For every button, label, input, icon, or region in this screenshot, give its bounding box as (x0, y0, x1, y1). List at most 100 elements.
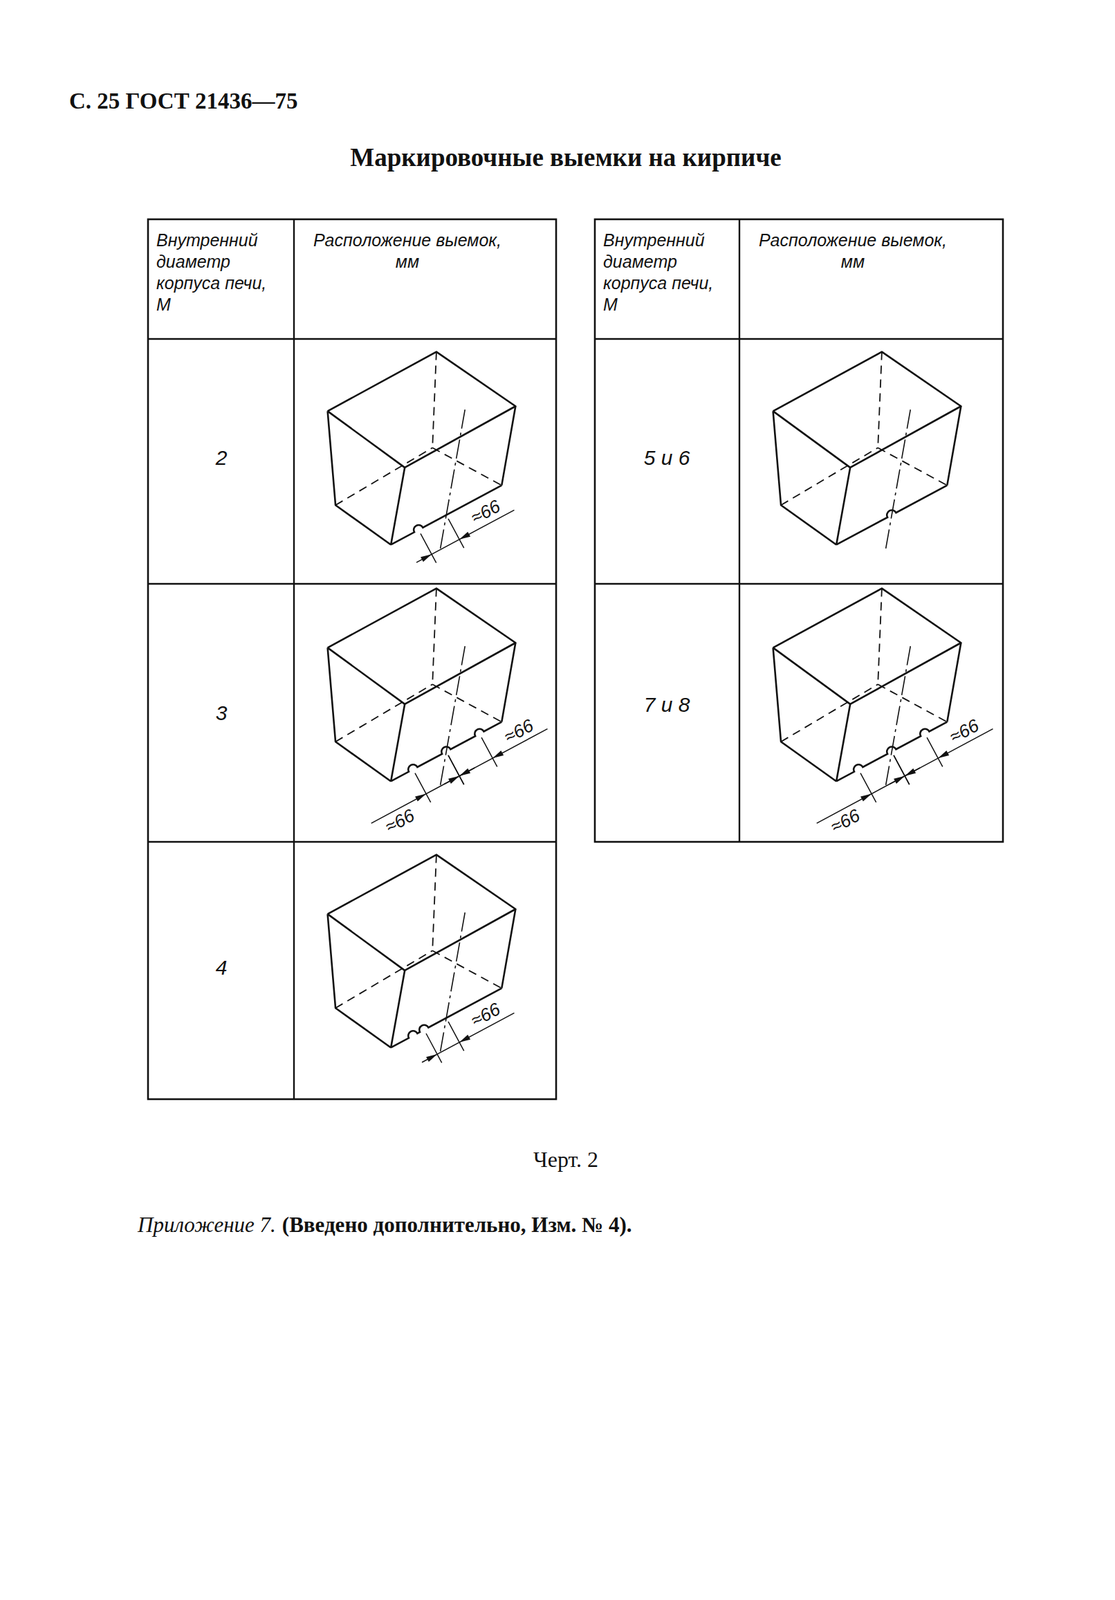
arrow-head (459, 1034, 471, 1043)
column-header: Внутренний диаметр корпуса печи, М (156, 229, 273, 316)
arrow-head (860, 794, 872, 802)
appendix-ref: Приложение 7. (137, 1211, 276, 1238)
brick-edge (327, 913, 392, 1048)
brick-edge (327, 647, 392, 781)
table-rule (738, 219, 741, 842)
table-rule (148, 841, 557, 843)
brick-edge (327, 352, 516, 468)
brick-edge (773, 647, 837, 781)
hidden-edge (877, 684, 947, 722)
hidden-edge (432, 588, 437, 685)
dimension-line (444, 729, 548, 785)
extension-line (448, 755, 465, 785)
dimension-line (421, 1012, 514, 1062)
brick-figure (327, 588, 548, 824)
column-header: Расположение выемок, мм (749, 229, 957, 273)
hidden-edge (877, 447, 947, 485)
brick-edge (946, 642, 961, 722)
brick-edge (773, 588, 962, 705)
arrow-head (426, 1054, 438, 1062)
hidden-edge (335, 684, 433, 742)
extension-line (420, 533, 437, 563)
brick-figure (773, 588, 994, 824)
hidden-edge (432, 352, 437, 449)
center-line (439, 409, 465, 550)
table-cell: 7 и 8 (643, 693, 691, 716)
table-grid (594, 219, 1003, 842)
brick-figure (327, 854, 516, 1064)
figure-caption: Черт. 2 (533, 1147, 599, 1172)
dimension-value: ≈66 (944, 713, 985, 748)
title: Маркировочные выемки на кирпиче (349, 143, 781, 173)
dimension-value: ≈66 (465, 495, 505, 529)
arrow-head (937, 750, 949, 759)
center-line (439, 646, 465, 787)
table-rule (594, 583, 1003, 585)
dimension-line (371, 767, 475, 824)
center-line (439, 912, 465, 1053)
dimension-line (816, 767, 920, 824)
brick-edge (327, 854, 516, 971)
column-header: Внутренний диаметр корпуса печи, М (603, 229, 720, 316)
hidden-edge (335, 950, 433, 1008)
hidden-edge (780, 684, 878, 742)
dimension-value: ≈66 (499, 713, 539, 748)
arrow-head (492, 750, 504, 759)
table-cell: 5 и 6 (643, 446, 691, 469)
hidden-edge (432, 684, 502, 722)
brick-edge (501, 908, 516, 988)
center-line (885, 646, 911, 787)
brick-edge (390, 704, 405, 782)
brick-figure (327, 352, 516, 564)
column-header: Расположение выемок, мм (303, 229, 512, 273)
hidden-edge (335, 447, 433, 505)
brick-edge (946, 406, 961, 485)
extension-line (448, 755, 465, 785)
brick-edge (327, 410, 392, 545)
hidden-edge (432, 447, 502, 485)
brick-edge (390, 970, 405, 1048)
extension-line (426, 1033, 442, 1063)
brick-edge (501, 642, 516, 722)
brick-figure (773, 352, 962, 551)
table-cell: 3 (215, 701, 228, 725)
amendment-note: (Введено дополнительно, Изм. № 4). (282, 1211, 633, 1238)
footnote-line: Приложение 7.(Введено дополнительно, Изм… (137, 1211, 633, 1238)
brick-edge (390, 467, 405, 546)
brick-edge (836, 467, 851, 546)
table-rule (148, 583, 557, 585)
dimension-line (889, 729, 993, 785)
table-cell: 2 (215, 446, 228, 469)
dimension-line (416, 509, 514, 563)
arrow-head (448, 776, 460, 784)
dimension-value: ≈66 (465, 998, 505, 1032)
extension-line (893, 755, 910, 785)
extension-line (415, 773, 431, 803)
brick-edge (501, 406, 516, 485)
arrow-head (415, 794, 427, 802)
arrow-head (459, 531, 471, 540)
brick-edge (773, 352, 962, 468)
table-rule (594, 338, 1003, 340)
center-line (885, 409, 911, 550)
arrow-head (420, 554, 432, 562)
hidden-edge (432, 854, 437, 952)
brick-edge (773, 410, 837, 545)
table-grid (148, 219, 557, 1100)
table-rule (293, 219, 295, 1100)
table-border (148, 219, 557, 1100)
hidden-edge (432, 950, 502, 988)
table-border (594, 219, 1003, 842)
extension-line (893, 755, 910, 785)
page-header: С. 25 ГОСТ 21436—75 (69, 88, 298, 114)
extension-line (860, 773, 877, 803)
hidden-edge (877, 352, 882, 449)
hidden-edge (877, 588, 882, 685)
table-cell: 4 (215, 955, 228, 979)
brick-edge (836, 704, 851, 782)
dimension-value: ≈66 (380, 804, 420, 838)
arrow-head (893, 776, 905, 784)
table-rule (148, 338, 557, 340)
dimension-value: ≈66 (825, 804, 866, 838)
